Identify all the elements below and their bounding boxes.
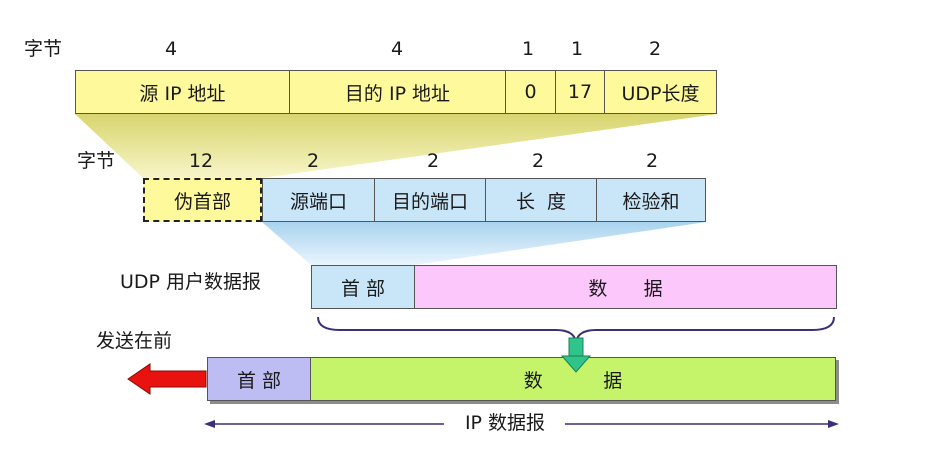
bytes-label-1: 字节 <box>24 38 63 60</box>
udp-source-port: 源端口 <box>262 178 375 222</box>
udp-pseudo-header: 伪首部 <box>143 178 262 222</box>
byte-count: 2 <box>648 38 662 60</box>
byte-count: 2 <box>531 150 545 172</box>
span-arrow-icon <box>204 420 839 428</box>
bytes-label-2: 字节 <box>77 150 116 172</box>
send-first-label: 发送在前 <box>96 330 173 352</box>
send-arrow-icon <box>127 363 207 395</box>
udp-length: 长 度 <box>485 178 597 222</box>
udp-datagram-header: 首 部 <box>311 265 415 309</box>
arrow-down-icon <box>560 337 592 373</box>
byte-count: 1 <box>570 38 584 60</box>
byte-count: 2 <box>306 150 320 172</box>
byte-count: 2 <box>645 150 659 172</box>
byte-count: 4 <box>164 38 178 60</box>
udp-header-projection <box>262 222 706 265</box>
udp-datagram-label: UDP 用户数据报 <box>120 271 262 293</box>
ip-datagram-header: 首 部 <box>207 357 311 401</box>
byte-count: 12 <box>188 150 214 172</box>
ip-datagram-label: IP 数据报 <box>464 412 546 434</box>
pseudo-field-dest-ip: 目的 IP 地址 <box>289 70 506 114</box>
byte-count: 4 <box>390 38 404 60</box>
pseudo-header-projection <box>75 114 717 178</box>
udp-checksum: 检验和 <box>596 178 706 222</box>
pseudo-field-udp-length: UDP长度 <box>604 70 717 114</box>
byte-count: 2 <box>426 150 440 172</box>
udp-dest-port: 目的端口 <box>374 178 486 222</box>
pseudo-field-zero: 0 <box>505 70 556 114</box>
udp-datagram-data: 数 据 <box>414 265 837 309</box>
pseudo-field-source-ip: 源 IP 地址 <box>75 70 290 114</box>
byte-count: 1 <box>521 38 535 60</box>
